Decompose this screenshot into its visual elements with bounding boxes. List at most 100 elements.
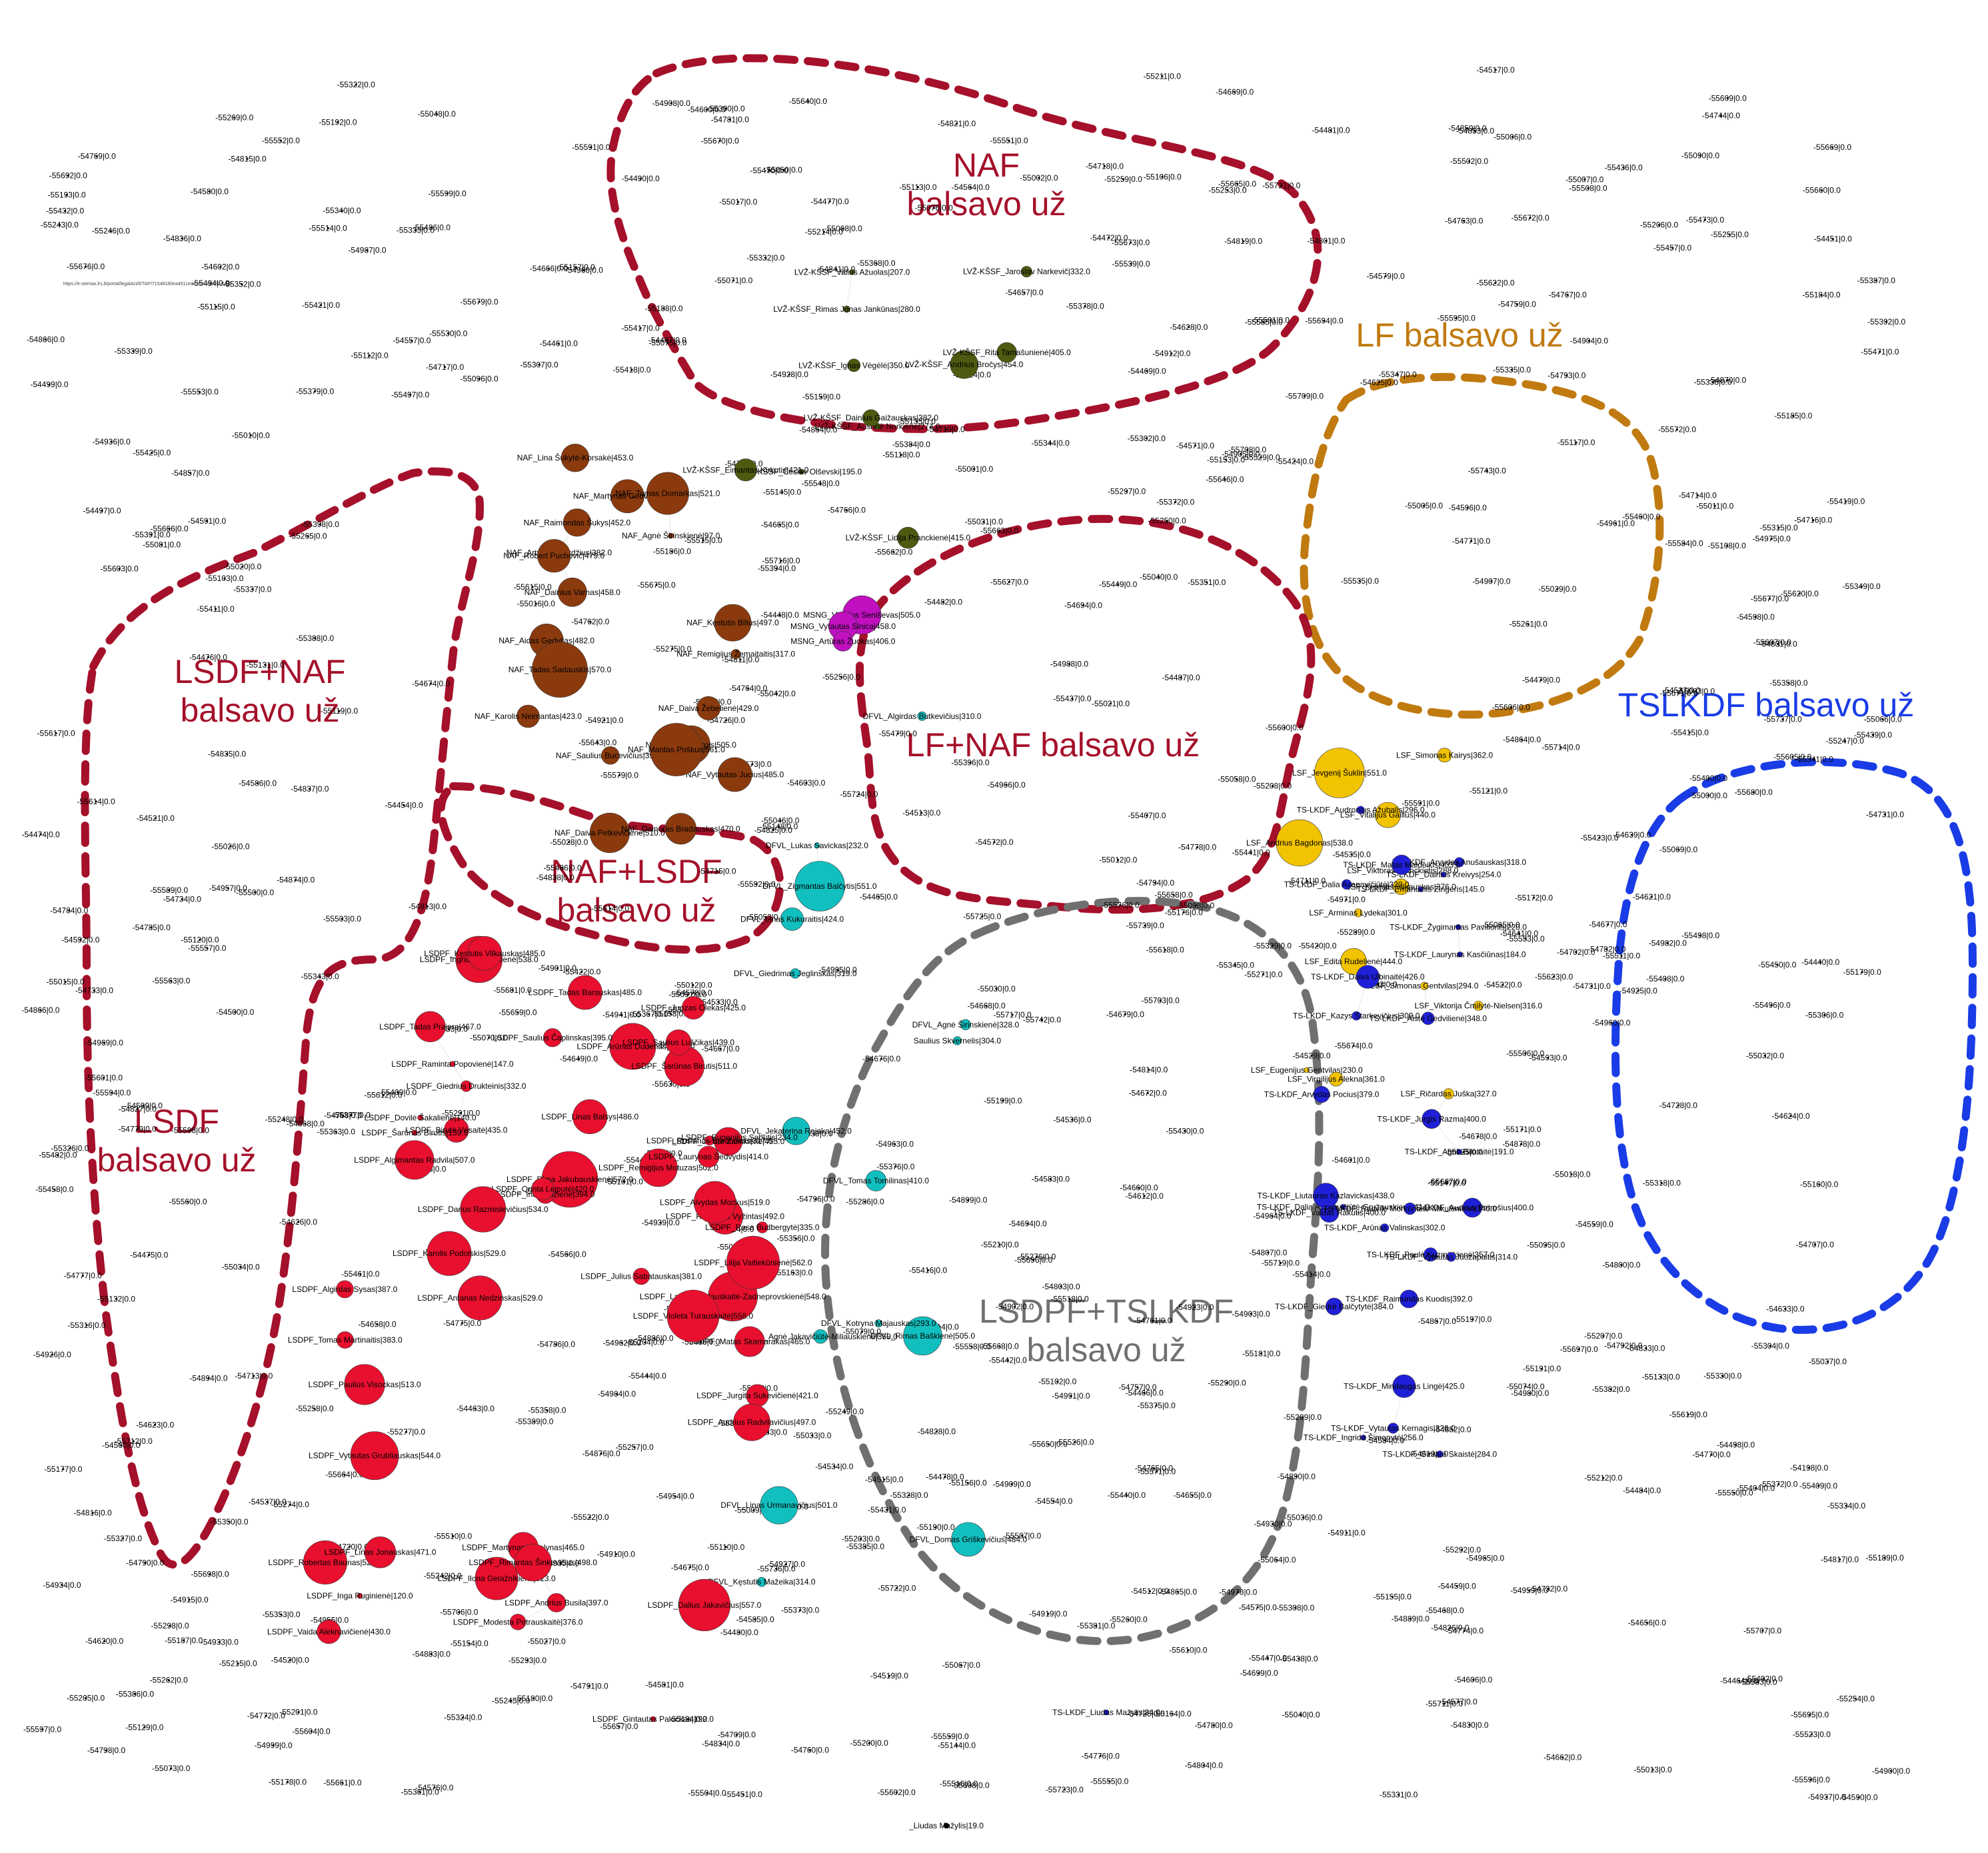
node-unlabeled[interactable] xyxy=(1575,951,1577,953)
node-unlabeled[interactable] xyxy=(1789,1115,1792,1117)
node-unlabeled[interactable] xyxy=(253,1375,255,1377)
node-unlabeled[interactable] xyxy=(926,1269,930,1272)
node-unlabeled[interactable] xyxy=(1463,220,1466,223)
node-unlabeled[interactable] xyxy=(58,223,61,226)
node-unlabeled[interactable] xyxy=(234,1011,237,1013)
node-unlabeled[interactable] xyxy=(1470,540,1473,542)
node-unlabeled[interactable] xyxy=(751,763,754,766)
node-unlabeled[interactable] xyxy=(478,377,481,380)
node-unlabeled[interactable] xyxy=(161,543,163,546)
node-lsf[interactable] xyxy=(1328,1071,1344,1087)
node-unlabeled[interactable] xyxy=(526,1659,529,1662)
node-lvz[interactable] xyxy=(798,468,804,475)
node-unlabeled[interactable] xyxy=(779,820,782,822)
node-unlabeled[interactable] xyxy=(304,1122,307,1125)
node-unlabeled[interactable] xyxy=(674,1495,676,1498)
node-unlabeled[interactable] xyxy=(778,523,781,526)
node-unlabeled[interactable] xyxy=(1875,279,1877,282)
node-unlabeled[interactable] xyxy=(1707,777,1710,780)
node-unlabeled[interactable] xyxy=(461,1322,464,1325)
node-unlabeled[interactable] xyxy=(752,1509,755,1512)
node-unlabeled[interactable] xyxy=(1271,785,1274,788)
node-unlabeled[interactable] xyxy=(53,1188,56,1191)
node-unlabeled[interactable] xyxy=(382,1094,385,1097)
node-unlabeled[interactable] xyxy=(1202,1764,1205,1767)
node-unlabeled[interactable] xyxy=(1262,320,1265,324)
node-unlabeled[interactable] xyxy=(51,1353,53,1356)
node-naf[interactable] xyxy=(589,812,630,854)
node-unlabeled[interactable] xyxy=(1130,263,1132,265)
node-unlabeled[interactable] xyxy=(811,1434,814,1437)
node-naf[interactable] xyxy=(562,508,591,537)
node-unlabeled[interactable] xyxy=(1484,1556,1487,1559)
node-unlabeled[interactable] xyxy=(659,1221,662,1224)
node-unlabeled[interactable] xyxy=(1172,894,1175,896)
node-unlabeled[interactable] xyxy=(39,1009,42,1011)
node-unlabeled[interactable] xyxy=(1457,1700,1460,1703)
node-unlabeled[interactable] xyxy=(280,1613,283,1616)
node-unlabeled[interactable] xyxy=(972,468,976,470)
node-unlabeled[interactable] xyxy=(341,1782,344,1784)
node-unlabeled[interactable] xyxy=(1607,923,1609,926)
node-unlabeled[interactable] xyxy=(227,887,229,890)
node-unlabeled[interactable] xyxy=(998,1243,1001,1246)
node-unlabeled[interactable] xyxy=(566,1253,568,1256)
node-unlabeled[interactable] xyxy=(1352,1044,1355,1047)
node-unlabeled[interactable] xyxy=(1021,1535,1024,1537)
node-unlabeled[interactable] xyxy=(799,1609,802,1612)
node-unlabeled[interactable] xyxy=(538,363,540,366)
node-unlabeled[interactable] xyxy=(1781,718,1784,721)
node-unlabeled[interactable] xyxy=(820,396,823,398)
node-unlabeled[interactable] xyxy=(1260,1352,1263,1355)
node-unlabeled[interactable] xyxy=(283,1118,286,1121)
node-lsf[interactable] xyxy=(1393,878,1410,896)
node-unlabeled[interactable] xyxy=(944,428,947,431)
node-unlabeled[interactable] xyxy=(754,1618,756,1620)
node-unlabeled[interactable] xyxy=(1650,896,1653,898)
node-unlabeled[interactable] xyxy=(1056,1380,1059,1383)
node-unlabeled[interactable] xyxy=(133,1692,137,1695)
node-dfvl[interactable] xyxy=(952,1036,962,1045)
node-unlabeled[interactable] xyxy=(1396,373,1399,376)
node-unlabeled[interactable] xyxy=(1164,949,1166,951)
node-unlabeled[interactable] xyxy=(1325,239,1328,243)
node-unlabeled[interactable] xyxy=(143,1726,146,1728)
node-unlabeled[interactable] xyxy=(1188,326,1190,328)
node-unlabeled[interactable] xyxy=(1032,1259,1035,1261)
node-unlabeled[interactable] xyxy=(582,269,585,271)
node-unlabeled[interactable] xyxy=(1763,1054,1767,1057)
node-unlabeled[interactable] xyxy=(894,1165,897,1168)
node-unlabeled[interactable] xyxy=(588,1516,591,1519)
node-unlabeled[interactable] xyxy=(307,535,309,538)
node-unlabeled[interactable] xyxy=(1820,189,1823,192)
node-unlabeled[interactable] xyxy=(1224,458,1228,461)
node-unlabeled[interactable] xyxy=(289,1658,291,1662)
node-unlabeled[interactable] xyxy=(916,186,919,189)
node-unlabeled[interactable] xyxy=(118,568,121,570)
node-unlabeled[interactable] xyxy=(934,1526,937,1529)
node-lvz[interactable] xyxy=(849,269,855,275)
node-unlabeled[interactable] xyxy=(1818,1183,1821,1186)
node-naf[interactable] xyxy=(714,604,752,642)
node-naf[interactable] xyxy=(601,746,620,765)
node-unlabeled[interactable] xyxy=(1486,469,1488,472)
node-unlabeled[interactable] xyxy=(39,833,42,836)
node-unlabeled[interactable] xyxy=(241,283,243,285)
node-unlabeled[interactable] xyxy=(864,1545,867,1548)
node-unlabeled[interactable] xyxy=(781,491,784,494)
source-url[interactable]: https://e-seimas.lrs.lt/portal/legalAct/… xyxy=(63,282,232,287)
node-unlabeled[interactable] xyxy=(859,1538,862,1541)
node-unlabeled[interactable] xyxy=(1283,726,1286,729)
node-tslkdf[interactable] xyxy=(1418,886,1424,892)
node-unlabeled[interactable] xyxy=(545,1640,548,1643)
node-unlabeled[interactable] xyxy=(1664,977,1667,980)
node-unlabeled[interactable] xyxy=(1154,882,1157,884)
node-unlabeled[interactable] xyxy=(64,980,67,983)
node-unlabeled[interactable] xyxy=(207,656,210,658)
node-unlabeled[interactable] xyxy=(1791,756,1794,758)
node-unlabeled[interactable] xyxy=(1108,237,1110,239)
node-unlabeled[interactable] xyxy=(1754,616,1757,618)
node-unlabeled[interactable] xyxy=(1520,1143,1523,1145)
node-unlabeled[interactable] xyxy=(1384,275,1387,278)
node-unlabeled[interactable] xyxy=(1707,794,1709,797)
